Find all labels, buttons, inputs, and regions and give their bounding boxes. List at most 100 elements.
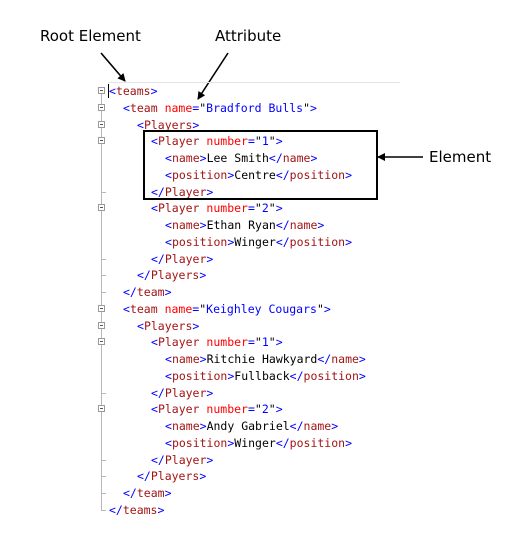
xml-token: position — [171, 368, 228, 383]
xml-token: 1 — [261, 335, 269, 350]
xml-token: Player — [164, 251, 207, 266]
xml-line: <name>Andy Gabriel</name> — [165, 418, 338, 434]
xml-token: " — [254, 402, 262, 417]
xml-token: > — [150, 84, 158, 98]
xml-token: Players — [150, 268, 200, 283]
xml-token: < — [165, 234, 172, 249]
xml-line: <name>Lee Smith</name> — [165, 150, 317, 166]
xml-token: > — [310, 100, 317, 115]
attribute-arrow — [197, 52, 229, 100]
collapse-toggle[interactable] — [98, 137, 105, 145]
collapse-toggle[interactable] — [98, 103, 105, 111]
collapse-toggle[interactable] — [98, 204, 105, 212]
xml-token: </ — [151, 452, 165, 467]
xml-token: 2 — [261, 201, 269, 216]
xml-token: > — [345, 435, 352, 450]
xml-token: " — [268, 335, 276, 350]
xml-token: > — [199, 268, 207, 283]
xml-token: 1 — [261, 134, 269, 149]
xml-token: > — [199, 151, 207, 165]
xml-token: > — [323, 301, 331, 316]
xml-token: = — [247, 201, 255, 216]
xml-token: = — [192, 100, 200, 115]
xml-line: <position>Fullback</position> — [165, 368, 366, 384]
xml-token: " — [254, 134, 262, 149]
xml-token: > — [157, 502, 165, 517]
xml-token: team — [129, 100, 158, 115]
xml-token: > — [206, 251, 214, 266]
collapse-toggle[interactable] — [98, 321, 105, 329]
xml-token: Player — [164, 385, 207, 400]
xml-token: > — [192, 117, 200, 132]
xml-token: </ — [137, 268, 151, 283]
xml-line: <Players> — [137, 318, 199, 334]
xml-token: > — [227, 234, 235, 249]
xml-token: < — [151, 134, 158, 149]
xml-token: > — [206, 452, 214, 467]
xml-token: </ — [275, 234, 290, 249]
xml-token: name — [331, 352, 359, 366]
xml-token: > — [275, 402, 283, 417]
collapse-toggle[interactable] — [98, 338, 105, 346]
xml-line: </team> — [123, 284, 172, 300]
root-element-arrow — [100, 52, 126, 82]
xml-line: </team> — [123, 485, 172, 501]
xml-token: Winger — [234, 435, 276, 450]
xml-token: < — [109, 84, 116, 98]
xml-token: number — [206, 335, 248, 350]
xml-token: " — [254, 335, 262, 350]
xml-token: name — [282, 151, 311, 165]
xml-token: > — [310, 151, 318, 165]
collapse-toggle[interactable] — [98, 304, 105, 312]
xml-token: < — [137, 117, 144, 132]
xml-line: <name>Ritchie Hawkyard</name> — [165, 351, 366, 367]
xml-token: " — [199, 100, 207, 115]
xml-line: <position>Centre</position> — [165, 167, 352, 183]
xml-token: " — [254, 201, 262, 216]
xml-token: team — [136, 285, 165, 299]
xml-token: " — [268, 402, 276, 417]
xml-token: > — [227, 368, 235, 383]
xml-token: position — [171, 435, 228, 450]
collapse-toggle[interactable] — [98, 120, 105, 128]
xml-line: <teams> — [109, 83, 158, 99]
xml-token: = — [247, 134, 255, 149]
xml-token: position — [171, 167, 228, 182]
outline-end-tick — [101, 459, 106, 461]
xml-token: < — [137, 318, 144, 333]
xml-token: Keighley Cougars — [206, 301, 317, 316]
xml-line: <Player number="2"> — [151, 401, 283, 417]
collapse-toggle[interactable] — [98, 405, 105, 413]
xml-token: Lee Smith — [206, 151, 269, 165]
outline-end-tick — [101, 493, 106, 494]
root-element-label: Root Element — [40, 27, 141, 45]
xml-token: Player — [157, 335, 200, 350]
xml-token: < — [151, 402, 158, 417]
xml-token: > — [206, 385, 214, 400]
outline-end-tick — [101, 476, 106, 478]
collapse-toggle[interactable] — [98, 87, 105, 94]
xml-token: </ — [317, 352, 332, 366]
xml-token: " — [316, 301, 324, 316]
element-label: Element — [429, 148, 492, 166]
xml-token: " — [199, 301, 207, 316]
outline-end-tick — [101, 275, 106, 277]
xml-line: <team name="Keighley Cougars"> — [123, 301, 331, 317]
xml-token: position — [171, 234, 228, 249]
xml-token: </ — [289, 419, 304, 433]
outline-end-tick — [101, 258, 106, 260]
xml-token: </ — [151, 184, 165, 199]
xml-token: > — [358, 352, 366, 366]
xml-token: position — [289, 435, 346, 450]
xml-token: team — [129, 301, 158, 316]
xml-token: </ — [275, 435, 290, 450]
xml-token: name — [164, 301, 193, 316]
xml-line: <Player number="1"> — [151, 133, 283, 149]
xml-token: number — [206, 402, 248, 417]
xml-token: position — [289, 167, 346, 182]
xml-token: Players — [143, 117, 193, 132]
editor-top-line — [108, 82, 400, 83]
element-highlight-box — [143, 130, 378, 200]
